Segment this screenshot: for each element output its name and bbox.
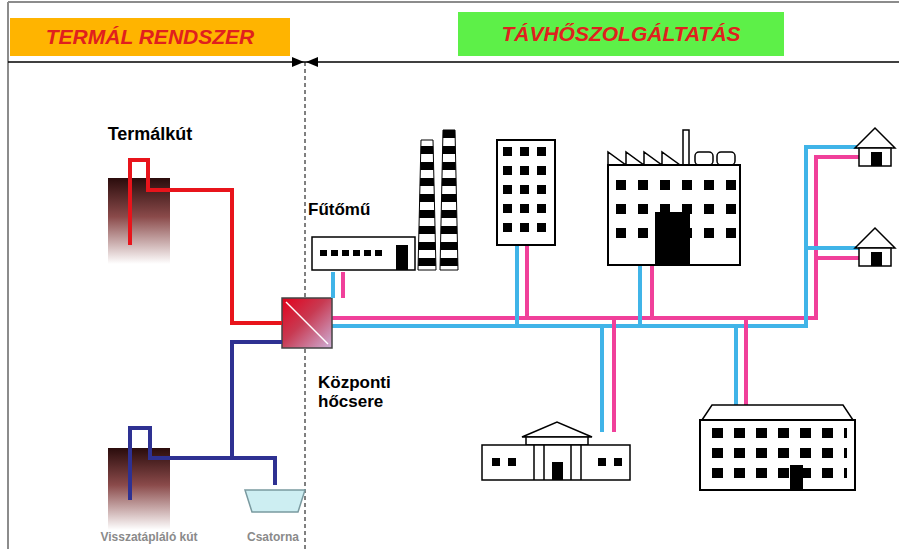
chimney: [440, 130, 458, 270]
door: [790, 465, 803, 490]
portico: [526, 437, 588, 445]
well-label: Visszatápláló kút: [100, 531, 197, 545]
house: [859, 148, 891, 166]
house-roof: [855, 228, 895, 248]
factory: [608, 165, 740, 265]
heat-exchanger: [286, 302, 328, 344]
chimney: [418, 140, 436, 270]
section-band: TÁVHŐSZOLGÁLTATÁS: [458, 12, 784, 56]
door: [871, 252, 882, 266]
pipe-connector: [215, 190, 282, 323]
window: [598, 458, 606, 466]
header-rule: [8, 61, 899, 63]
hot-pipe: [130, 160, 215, 245]
frame-line: [7, 2, 9, 549]
section-band: TERMÁL RENDSZER: [10, 18, 290, 56]
door: [396, 245, 408, 270]
door: [871, 152, 882, 166]
window: [614, 458, 622, 466]
door: [655, 212, 690, 265]
sewer-channel: Csatorna: [240, 485, 306, 547]
tank: [717, 152, 735, 165]
frame-line: [8, 1, 899, 3]
pediment: [522, 422, 592, 437]
window: [508, 458, 516, 466]
pipe-connector: [331, 272, 335, 298]
public-building: [482, 445, 630, 480]
factory-chimney: [683, 130, 689, 165]
pipe-connector: [232, 342, 282, 485]
heat-exchanger-unit: Központi hőcsere: [282, 298, 422, 418]
section-heading: TÁVHŐSZOLGÁLTATÁS: [501, 22, 740, 46]
cold-pipe: [130, 428, 213, 500]
boundary-marker: [306, 57, 318, 67]
well-shaft: [108, 448, 170, 530]
distribution-pipes: [332, 147, 859, 432]
pipe-connector: [213, 342, 282, 458]
plant-building: [312, 237, 415, 270]
factory-roof: [608, 152, 680, 165]
door: [552, 462, 563, 480]
window: [492, 458, 500, 466]
apartment-building: [497, 140, 555, 245]
windows: [503, 147, 549, 240]
pipe-connector: [341, 272, 345, 298]
windows: [320, 250, 382, 256]
house-roof: [855, 128, 895, 148]
reinjection-well: Visszatápláló kút: [85, 420, 213, 547]
heat-exchanger: [282, 298, 332, 348]
school-building: [700, 420, 855, 490]
exchanger-label: Központi hőcsere: [318, 373, 418, 412]
tank: [695, 152, 713, 165]
boundary-marker: [292, 57, 304, 67]
columns: [534, 445, 581, 480]
well-label: Termálkút: [108, 124, 193, 145]
windows: [712, 428, 847, 480]
plant-label: Fűtőmű: [308, 200, 370, 220]
thermal-well: Termálkút: [85, 122, 215, 267]
heating-plant: Fűtőmű: [305, 198, 420, 272]
channel-trough: [245, 490, 305, 512]
section-heading: TERMÁL RENDSZER: [46, 25, 254, 49]
house: [859, 248, 891, 266]
channel-label: Csatorna: [247, 531, 299, 545]
roof: [702, 405, 853, 420]
